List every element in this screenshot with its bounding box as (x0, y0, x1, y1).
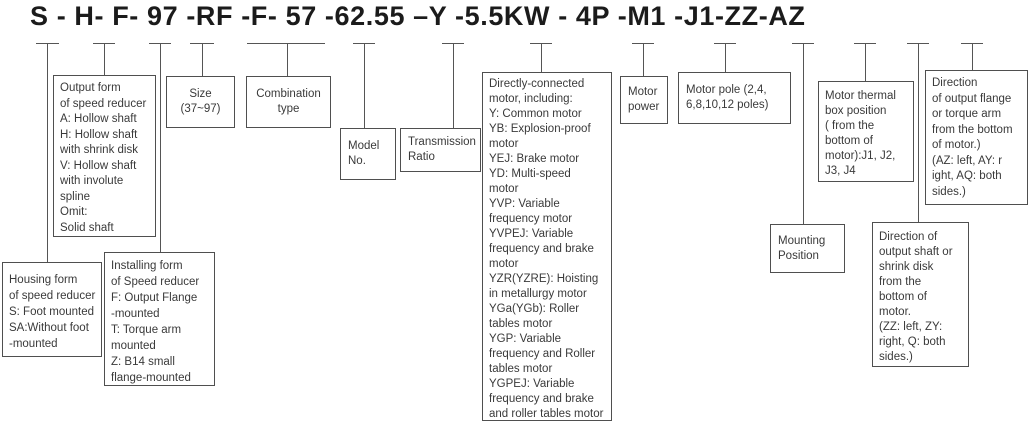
stem-installing-form (160, 43, 161, 252)
stem-output-shaft-direction (918, 43, 919, 222)
stem-motor-type (541, 43, 542, 72)
stem-size (202, 43, 203, 76)
stem-motor-power (643, 43, 644, 76)
box-motor-pole: Motor pole (2,4,6,8,10,12 poles) (678, 72, 791, 124)
box-size: Size(37~97) (166, 76, 235, 128)
stem-mounting-position (803, 43, 804, 224)
stem-model-no (364, 43, 365, 128)
stem-transmission-ratio (453, 43, 454, 128)
stem-output-form (104, 43, 105, 75)
stem-motor-pole (725, 43, 726, 72)
tick-combination-type (247, 43, 325, 44)
stem-combination-type (287, 43, 288, 76)
stem-thermal-box-position (865, 43, 866, 81)
stem-output-flange-direction (972, 43, 973, 70)
model-code-text: S - H- F- 97 -RF -F- 57 -62.55 –Y -5.5KW… (30, 1, 806, 31)
stem-housing-form (47, 43, 48, 262)
